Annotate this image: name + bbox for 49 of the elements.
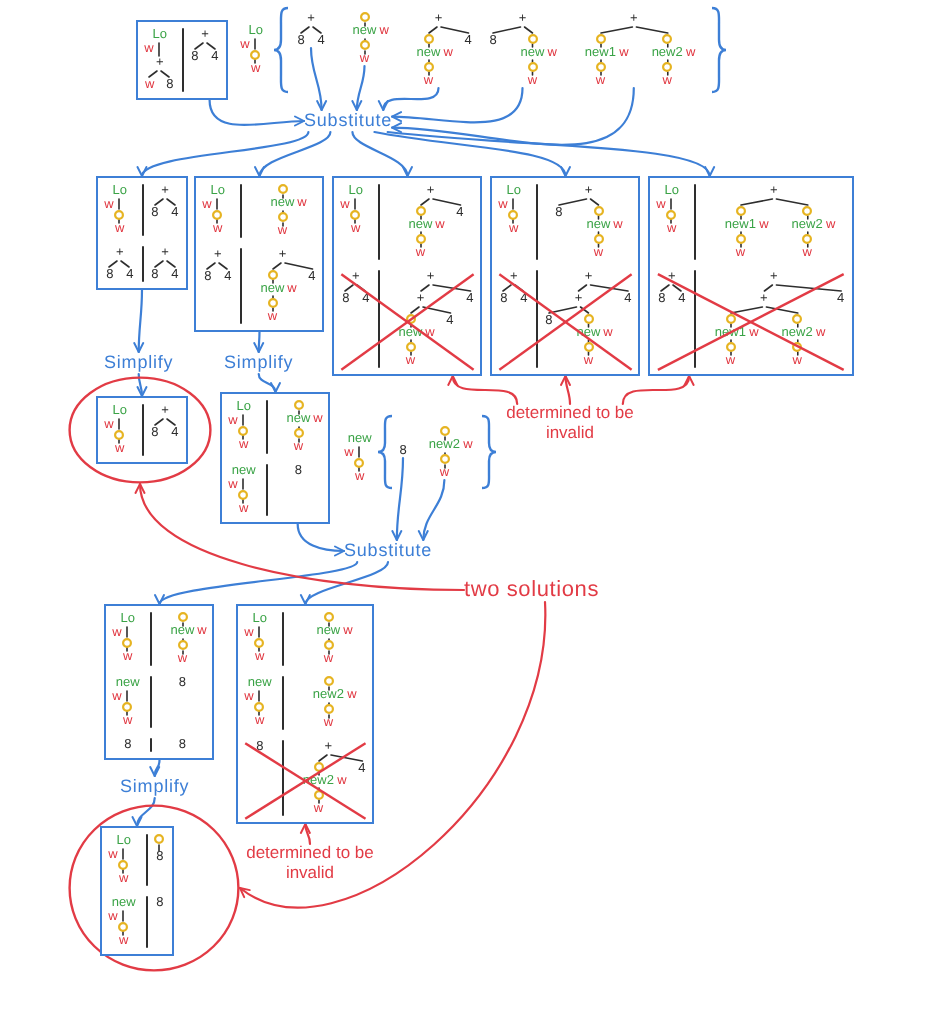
annotation-arrow bbox=[136, 482, 466, 592]
step-box bbox=[104, 604, 215, 760]
flow-arrow bbox=[351, 130, 411, 178]
highlight-ellipse bbox=[68, 376, 212, 484]
highlight-ellipse bbox=[68, 804, 240, 972]
annotation-note: determined to be invalid bbox=[244, 844, 376, 882]
flow-arrow bbox=[418, 478, 446, 542]
operation-label: Simplify bbox=[120, 776, 190, 798]
flow-arrow bbox=[309, 46, 327, 112]
flow-arrow bbox=[373, 130, 568, 178]
step-box bbox=[490, 176, 641, 376]
operation-label: Simplify bbox=[104, 352, 174, 374]
operation-label: Simplify bbox=[224, 352, 294, 374]
step-box bbox=[96, 176, 188, 290]
flow-arrow bbox=[149, 758, 161, 778]
flow-arrow bbox=[257, 372, 280, 394]
step-box bbox=[100, 826, 174, 956]
flow-arrow bbox=[296, 522, 346, 557]
annotation-arrow bbox=[560, 374, 572, 406]
annotation-note: two solutions bbox=[464, 578, 599, 602]
step-box bbox=[194, 176, 325, 332]
flow-arrow bbox=[132, 796, 156, 828]
step-box bbox=[648, 176, 854, 376]
annotation-arrow bbox=[449, 374, 519, 406]
annotation-arrow bbox=[621, 374, 693, 406]
flow-arrow bbox=[158, 560, 359, 606]
flow-arrow bbox=[391, 456, 405, 542]
step-box bbox=[136, 20, 228, 100]
flow-arrow bbox=[351, 64, 366, 112]
operation-label: Substitute bbox=[344, 540, 433, 562]
flow-arrow bbox=[253, 330, 265, 354]
flow-arrow bbox=[379, 86, 440, 112]
flow-arrow bbox=[208, 98, 306, 127]
annotation-arrow bbox=[238, 600, 547, 909]
annotation-note: determined to be invalid bbox=[504, 404, 636, 442]
operation-label: Substitute bbox=[304, 110, 393, 132]
step-box bbox=[220, 392, 331, 524]
flow-arrow bbox=[303, 560, 390, 606]
step-box bbox=[96, 396, 188, 464]
annotation-arrow bbox=[300, 822, 312, 846]
step-box bbox=[332, 176, 483, 376]
flow-arrow bbox=[390, 86, 635, 146]
flow-arrow bbox=[136, 372, 148, 398]
flow-arrow bbox=[390, 86, 524, 124]
flow-arrow bbox=[140, 130, 310, 178]
flow-arrow bbox=[256, 130, 332, 178]
flow-arrow bbox=[386, 130, 711, 178]
flow-arrow bbox=[133, 288, 145, 354]
step-box bbox=[236, 604, 375, 824]
